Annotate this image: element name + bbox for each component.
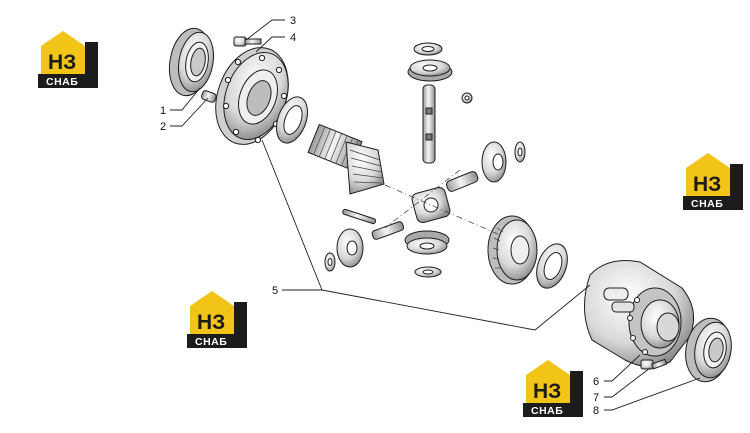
logo-main-text: НЗ [48, 51, 76, 74]
bevel-gear-right [481, 141, 507, 183]
logo-main-text: НЗ [197, 311, 225, 334]
logo-main-text: НЗ [533, 380, 561, 403]
bevel-gear-top [407, 59, 453, 82]
brand-logo-2: НЗ СНАБ [680, 150, 746, 212]
thrust-washer-right [536, 243, 568, 289]
side-gear-large [487, 215, 538, 285]
callout-2: 2 [160, 121, 166, 133]
thrust-washer-left [275, 96, 309, 144]
differential-housing [583, 260, 695, 367]
assembly-axis-lines [384, 169, 501, 236]
logo-sub-text: СНАБ [531, 405, 563, 417]
cross-shaft-vertical [422, 84, 436, 164]
washer-left [324, 252, 336, 272]
logo-house-shape [41, 31, 85, 74]
logo-sub-text: СНАБ [46, 76, 78, 88]
logo-main-text: НЗ [693, 173, 721, 196]
bevel-gear-left [336, 228, 364, 268]
callout-5: 5 [272, 285, 278, 297]
washer-small-top-right [461, 92, 473, 104]
differential-spider [411, 186, 451, 224]
bearing-right [685, 317, 732, 383]
cross-pin-right [445, 171, 479, 192]
bevel-gear-bottom [404, 230, 450, 255]
washer-bottom [414, 266, 442, 278]
pin-left-upper [342, 208, 377, 225]
callout-1: 1 [160, 105, 166, 117]
brand-logo-4: НЗ СНАБ [520, 357, 586, 419]
bearing-left [168, 27, 215, 97]
pin-small [201, 90, 217, 103]
callout-3: 3 [290, 15, 296, 27]
callout-8: 8 [593, 405, 599, 417]
callout-4: 4 [290, 32, 296, 44]
bolt-top [233, 36, 262, 47]
logo-sub-text: СНАБ [691, 198, 723, 210]
bevel-pinion-shaft [307, 123, 385, 195]
leader-lines [170, 19, 701, 411]
callout-6: 6 [593, 376, 599, 388]
pin-left-lower [371, 221, 405, 240]
brand-logo-3: НЗ СНАБ [184, 288, 250, 350]
flange-cover [215, 47, 289, 145]
brand-logo-1: НЗ СНАБ [35, 28, 101, 90]
bolt-bottom [640, 358, 668, 370]
washer-right [514, 141, 526, 163]
callout-labels: 1 2 3 4 5 6 7 8 [160, 15, 599, 417]
washer-top [413, 42, 443, 56]
logo-sub-text: СНАБ [195, 336, 227, 348]
callout-7: 7 [593, 392, 599, 404]
